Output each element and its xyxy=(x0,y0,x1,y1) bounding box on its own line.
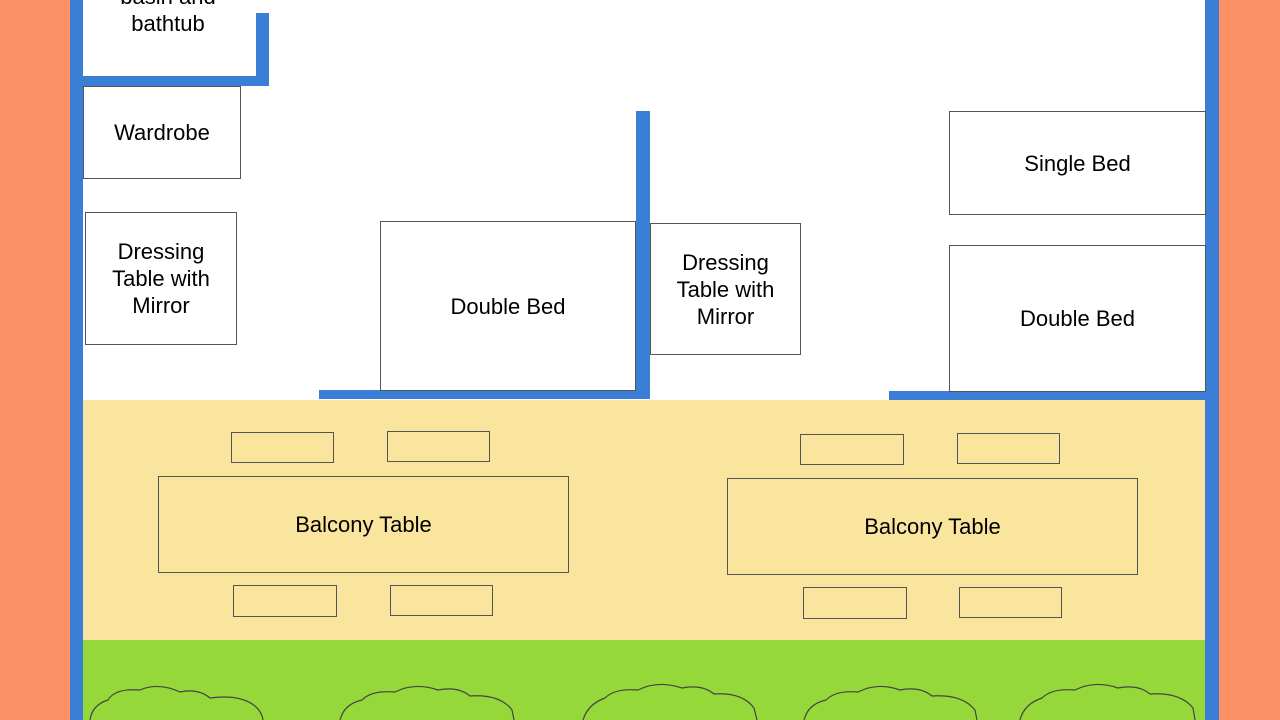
dressing-table-left: Dressing Table with Mirror xyxy=(85,212,237,345)
partition-wall-vertical xyxy=(636,111,650,399)
balcony-area xyxy=(78,400,1210,640)
balcony-chair xyxy=(387,431,490,462)
right-outer-wall xyxy=(1205,0,1219,720)
balcony-chair xyxy=(803,587,907,619)
dressing-table-right: Dressing Table with Mirror xyxy=(650,223,801,355)
bathroom-wall-bottom xyxy=(70,76,269,86)
balcony-table-left: Balcony Table xyxy=(158,476,569,573)
double-bed-left-label: Double Bed xyxy=(450,293,566,319)
double-bed-left: Double Bed xyxy=(380,221,636,391)
balcony-chair xyxy=(233,585,337,617)
partition-wall-left-bottom xyxy=(319,390,650,399)
balcony-chair xyxy=(231,432,334,463)
wardrobe-label: Wardrobe xyxy=(114,120,210,145)
balcony-table-left-label: Balcony Table xyxy=(295,512,432,537)
bathroom-wall-right xyxy=(256,13,269,86)
balcony-chair xyxy=(390,585,493,616)
balcony-table-right-label: Balcony Table xyxy=(864,514,1001,539)
double-bed-right: Double Bed xyxy=(949,245,1206,392)
dressing-table-right-label: Dressing Table with Mirror xyxy=(676,249,775,329)
balcony-chair xyxy=(800,434,904,465)
balcony-chair xyxy=(959,587,1062,618)
partition-wall-right-bottom xyxy=(889,391,1219,400)
balcony-chair xyxy=(957,433,1060,464)
single-bed-label: Single Bed xyxy=(1024,150,1131,176)
dressing-table-left-label: Dressing Table with Mirror xyxy=(112,239,210,318)
garden-area xyxy=(78,640,1210,720)
double-bed-right-label: Double Bed xyxy=(1020,306,1135,331)
left-outer-wall xyxy=(70,0,83,720)
single-bed: Single Bed xyxy=(949,111,1206,215)
balcony-table-right: Balcony Table xyxy=(727,478,1138,575)
wardrobe: Wardrobe xyxy=(83,86,241,179)
bathroom-label: basin and bathtub xyxy=(120,0,215,36)
